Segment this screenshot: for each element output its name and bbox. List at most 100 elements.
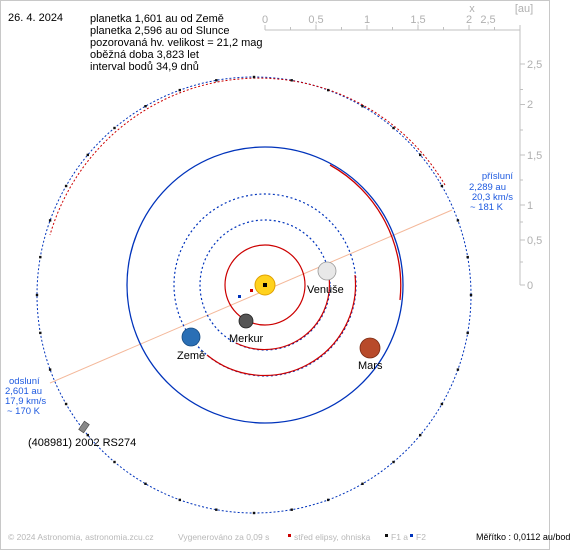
orbit-point: [35, 293, 39, 297]
orbit-point: [440, 402, 444, 406]
orbit-point: [144, 105, 147, 108]
generated-time: Vygenerováno za 0,09 s: [178, 532, 270, 542]
orbit-point: [39, 255, 42, 259]
orbit-point: [64, 402, 68, 406]
y-tick-label: 2,5: [527, 59, 542, 71]
mercury-label: Merkur: [229, 333, 264, 345]
orbit-point: [466, 331, 469, 335]
orbit-point: [419, 433, 422, 437]
x-tick-label: 2: [466, 14, 472, 26]
x-tick-labels: 0 0,5 1 1,5 2 2,5 x [au]: [262, 3, 533, 26]
orbit-point: [48, 368, 52, 371]
orbit-point: [361, 482, 364, 485]
f1-legend: F1 a: [391, 532, 409, 542]
orbit-point: [113, 126, 116, 130]
perihelion-temperature: ~ 181 K: [470, 202, 504, 213]
orbit-point: [327, 88, 330, 92]
info-line: oběžná doba 3,823 let: [90, 49, 199, 61]
perihelion-title: přísluní: [482, 171, 514, 182]
asteroid-orbit-above: [49, 77, 446, 236]
x-tick-label: 0: [262, 14, 268, 26]
orbit-diagram: 0 0,5 1 1,5 2 2,5 x [au] 2,5 2 1,5 1 0,5…: [5, 3, 542, 537]
orbit-point: [419, 153, 422, 157]
date-label: 26. 4. 2024: [8, 12, 64, 24]
orbit-point: [86, 153, 89, 157]
orbit-point: [113, 460, 116, 464]
scale-label: Měřítko : 0,0112 au/bod: [476, 532, 570, 542]
y-tick-label: 0: [527, 280, 533, 292]
center-legend: střed elipsy, ohniska: [294, 532, 371, 542]
perihelion-distance: 2,289 au: [469, 182, 506, 193]
orbit-point: [290, 508, 293, 511]
orbit-point: [290, 79, 293, 82]
orbit-point: [64, 184, 68, 188]
axes: [265, 29, 521, 285]
asteroid: [78, 420, 90, 434]
info-line: interval bodů 34,9 dnů: [90, 61, 199, 73]
mercury-orbit: [224, 244, 306, 326]
orbit-point: [456, 219, 460, 222]
sun-center-marker: [263, 283, 267, 287]
x-tick-label: 0,5: [308, 14, 323, 26]
orbit-point: [327, 498, 330, 502]
venus: [317, 261, 337, 281]
orbit-point: [48, 219, 52, 222]
y-axis-ticks: [520, 63, 525, 286]
orbit-point: [469, 293, 473, 297]
earth: [181, 327, 201, 347]
f2-legend: F2: [416, 532, 426, 542]
mars: [359, 337, 381, 359]
x-axis-ticks: [264, 25, 521, 30]
aphelion-distance: 2,601 au: [5, 386, 42, 397]
orbit-point: [466, 255, 469, 259]
x-tick-label: 1,5: [410, 14, 425, 26]
mars-label: Mars: [358, 360, 383, 372]
asteroid-orbit-points: [35, 75, 473, 515]
y-tick-labels: 2,5 2 1,5 1 0,5 0: [527, 59, 542, 292]
mars-orbit-arc: [329, 164, 402, 301]
ellipse-center-marker: [250, 289, 253, 292]
perihelion-speed: 20,3 km/s: [472, 192, 513, 203]
x-axis-label: x: [469, 3, 475, 15]
orbit-point: [392, 126, 395, 130]
orbit-point: [86, 433, 89, 437]
f1-legend-marker: [385, 534, 388, 537]
orbit-point: [252, 75, 256, 79]
orbit-point: [392, 460, 395, 464]
orbit-point: [39, 331, 42, 335]
y-tick-label: 1,5: [527, 150, 542, 162]
info-line: pozorovaná hv. velikost = 21,2 mag: [90, 37, 263, 49]
earth-label: Země: [177, 350, 205, 362]
orbit-point: [456, 368, 460, 371]
orbit-point: [178, 498, 181, 502]
orbit-point: [440, 184, 444, 188]
info-line: planetka 2,596 au od Slunce: [90, 25, 230, 37]
asteroid-label: (408981) 2002 RS274: [28, 437, 136, 449]
aphelion-temperature: ~ 170 K: [7, 406, 41, 417]
earth-orbit-arc: [206, 274, 357, 377]
f2-legend-marker: [410, 534, 413, 537]
aphelion-title: odsluní: [9, 376, 40, 387]
unit-label: [au]: [515, 3, 533, 15]
y-tick-label: 1: [527, 200, 533, 212]
orbit-point: [252, 511, 256, 515]
orbit-point: [215, 79, 218, 82]
mars-orbit: [126, 146, 404, 424]
x-tick-label: 2,5: [480, 14, 495, 26]
orbit-point: [361, 105, 364, 108]
mercury: [238, 313, 254, 329]
aphelion-speed: 17,9 km/s: [5, 396, 46, 407]
focus-marker: [238, 295, 241, 298]
center-legend-marker: [288, 534, 291, 537]
apsis-line: [49, 209, 453, 384]
copyright-text[interactable]: © 2024 Astronomia, astronomia.zcu.cz: [8, 532, 154, 542]
orbit-point: [178, 88, 181, 92]
venus-orbit-arc: [235, 276, 331, 351]
x-tick-label: 1: [364, 14, 370, 26]
orbit-point: [215, 508, 218, 511]
y-tick-label: 0,5: [527, 235, 542, 247]
y-tick-label: 2: [527, 99, 533, 111]
info-line: planetka 1,601 au od Země: [90, 13, 224, 25]
orbit-point: [144, 482, 147, 485]
venus-label: Venuše: [307, 284, 344, 296]
